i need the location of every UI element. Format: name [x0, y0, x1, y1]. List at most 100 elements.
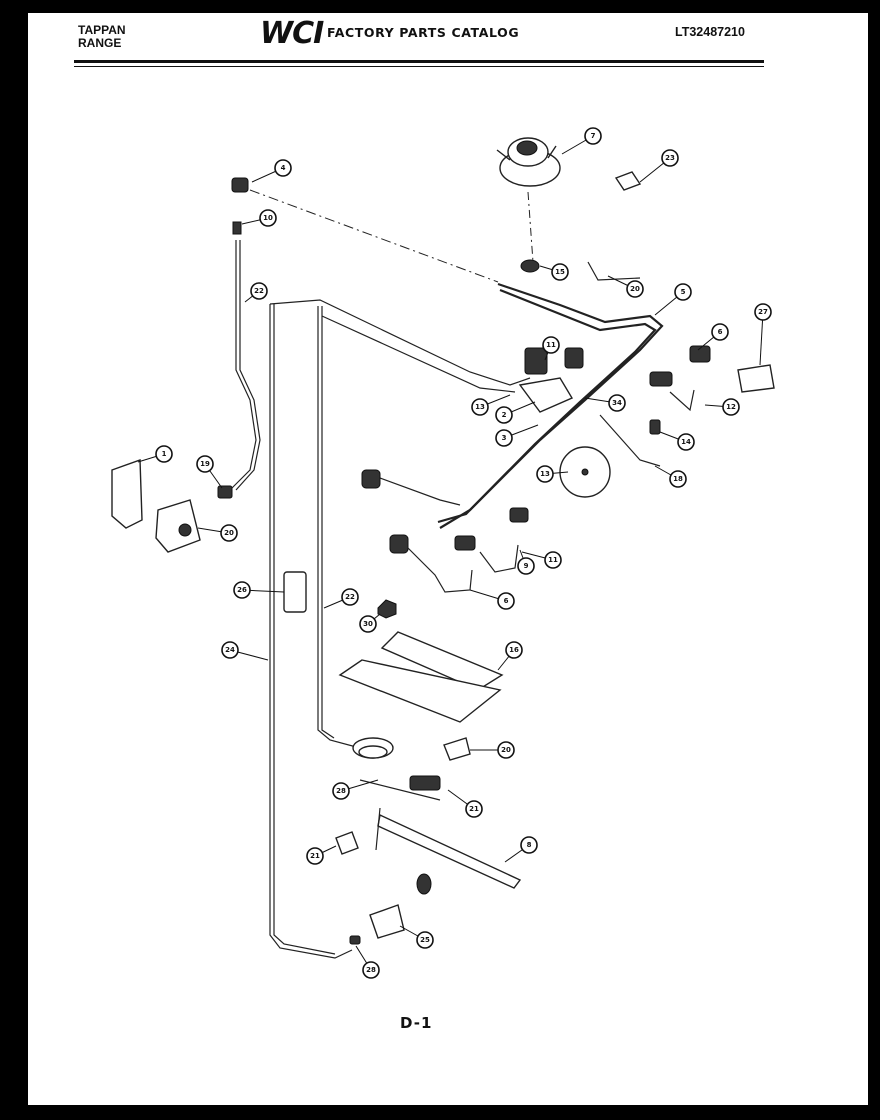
callout-label: 13 — [540, 470, 550, 478]
callout-11: 11 — [542, 336, 560, 361]
oven-thermostat-coil — [352, 737, 394, 759]
callout-label: 13 — [475, 403, 485, 411]
brand-line-2: RANGE — [78, 36, 122, 50]
callout-label: 6 — [718, 328, 723, 336]
clock-timer — [155, 499, 201, 553]
callout-label: 12 — [726, 403, 736, 411]
callout-11: 11 — [521, 551, 562, 569]
parts-catalog-page — [28, 13, 868, 1105]
callout-circle — [551, 263, 569, 281]
callout-label: 20 — [630, 285, 640, 293]
callout-16: 16 — [497, 641, 523, 671]
callout-7: 7 — [561, 127, 602, 155]
callout-24: 24 — [221, 641, 269, 661]
callout-label: 3 — [502, 434, 507, 442]
tubing-long-left-edge — [273, 304, 336, 955]
callout-circle — [306, 847, 324, 865]
callout-label: 22 — [254, 287, 264, 295]
callout-circle — [233, 581, 251, 599]
spark-wire — [587, 261, 641, 281]
wci-logo: WCI — [260, 16, 324, 51]
callout-circle — [332, 782, 350, 800]
callout-9: 9 — [517, 549, 535, 575]
callout-label: 16 — [509, 646, 519, 654]
brand-line-1: TAPPAN — [78, 23, 126, 37]
callout-label: 8 — [527, 841, 532, 849]
callout-18: 18 — [654, 465, 687, 488]
callout-circle — [250, 282, 268, 300]
callout-label: 30 — [363, 620, 373, 628]
bracket-small — [443, 737, 471, 761]
callout-circle — [536, 465, 554, 483]
callout-circle — [626, 280, 644, 298]
callout-21: 21 — [447, 789, 483, 818]
oven-burner-tube — [375, 807, 522, 889]
callout-34: 34 — [584, 394, 626, 412]
callout-2: 2 — [495, 401, 536, 424]
callout-circle — [544, 551, 562, 569]
tubing-long-left — [269, 304, 353, 959]
pilot-tube — [231, 240, 257, 489]
callout-22: 22 — [323, 588, 359, 609]
callout-label: 25 — [420, 936, 430, 944]
callout-6: 6 — [697, 323, 729, 351]
header-rule — [74, 60, 764, 63]
callout-circle — [471, 398, 489, 416]
callout-circle — [495, 429, 513, 447]
top-burner-assembly — [496, 137, 561, 187]
callout-label: 6 — [504, 597, 509, 605]
callout-circle — [497, 592, 515, 610]
callout-label: 19 — [200, 460, 210, 468]
valve-body-center — [518, 347, 584, 413]
callout-label: 7 — [591, 132, 596, 140]
callout-25: 25 — [399, 925, 434, 949]
callout-label: 5 — [681, 288, 686, 296]
callout-circle — [362, 961, 380, 979]
tubing-branch — [321, 315, 516, 393]
callout-circle — [677, 433, 695, 451]
orifice-fitting — [231, 177, 249, 193]
callout-20: 20 — [607, 275, 644, 298]
callout-label: 11 — [548, 556, 558, 564]
model-number: LT32487210 — [675, 25, 745, 39]
tubing-oven-run — [317, 306, 361, 749]
callout-circle — [711, 323, 729, 341]
callout-label: 26 — [237, 586, 247, 594]
callout-circle — [465, 800, 483, 818]
callout-30: 30 — [359, 613, 381, 633]
callout-14: 14 — [659, 431, 695, 451]
callout-circle — [359, 615, 377, 633]
callout-label: 9 — [524, 562, 529, 570]
callout-circle — [542, 336, 560, 354]
burner-cap — [520, 259, 540, 273]
callout-leader — [759, 311, 764, 366]
callout-8: 8 — [504, 836, 538, 863]
tubing-oven-run-edge — [321, 306, 335, 739]
callout-circle — [196, 455, 214, 473]
callout-label: 20 — [224, 529, 234, 537]
callout-circle — [722, 398, 740, 416]
callout-circle — [517, 557, 535, 575]
page-number: D-1 — [400, 1014, 433, 1032]
callout-label: 2 — [502, 411, 507, 419]
terminal-block — [737, 364, 775, 393]
clip — [335, 831, 359, 855]
alignment-line — [527, 191, 534, 263]
callout-circle — [674, 283, 692, 301]
callout-circle — [520, 836, 538, 854]
callout-label: 22 — [345, 593, 355, 601]
valve-right — [649, 345, 711, 387]
tubing-top-run — [269, 299, 531, 386]
callout-15: 15 — [539, 263, 569, 281]
safety-valve — [349, 873, 432, 945]
header-rule-thin — [74, 66, 764, 67]
callout-12: 12 — [704, 398, 740, 416]
callout-3: 3 — [495, 424, 539, 447]
pilot-tube-edge — [235, 240, 261, 491]
thermostat-bulb-tube — [599, 389, 695, 467]
callout-13: 13 — [536, 465, 569, 483]
callout-label: 28 — [366, 966, 376, 974]
callout-28: 28 — [332, 779, 379, 800]
callout-circle — [669, 470, 687, 488]
